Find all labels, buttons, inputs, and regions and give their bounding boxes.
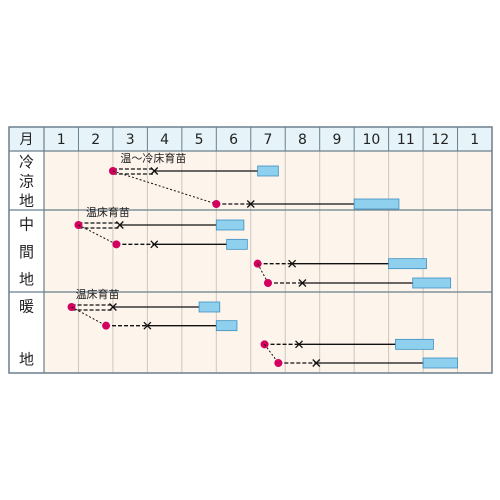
month-label: 9 — [332, 132, 341, 148]
planting-mark — [143, 321, 152, 330]
harvest-period-bar — [226, 238, 248, 250]
harvest-period-bar — [215, 320, 238, 332]
month-label: 6 — [229, 132, 238, 148]
region-label-char: 地 — [19, 192, 34, 210]
harvest-period-bar — [257, 165, 279, 177]
sowing-dot — [264, 279, 272, 287]
month-label: 10 — [362, 132, 380, 148]
planting-mark — [108, 303, 117, 311]
planting-mark — [312, 359, 321, 367]
region-label-char: 地 — [19, 270, 34, 288]
month-label: 1 — [57, 132, 66, 148]
region-label-char: 冷 — [19, 153, 34, 171]
region-label-char: 暖 — [19, 297, 34, 315]
sowing-link-line — [71, 306, 107, 327]
harvest-period-bar — [422, 357, 458, 369]
harvest-period-bar — [198, 301, 221, 313]
harvest-period-bar — [353, 198, 400, 210]
planting-mark — [150, 167, 159, 175]
nursery-method-annotation: 温～冷床育苗 — [120, 151, 186, 165]
region-label-char: 中 — [19, 216, 34, 234]
planting-mark — [288, 259, 297, 268]
table-border — [8, 126, 493, 374]
sowing-link-line — [78, 224, 117, 245]
month-label: 4 — [160, 132, 169, 148]
harvest-period-bar — [395, 338, 434, 350]
month-label: 7 — [264, 132, 273, 148]
region-label-char: 地 — [19, 351, 34, 369]
planting-mark — [150, 240, 159, 249]
planting-mark — [246, 200, 255, 208]
sowing-dot — [102, 321, 111, 330]
table-grid — [8, 126, 493, 374]
region-label-char: 間 — [19, 243, 34, 261]
month-label: 1 — [470, 132, 479, 148]
month-label: 3 — [126, 132, 135, 148]
month-label: 5 — [195, 132, 204, 148]
month-label: 8 — [298, 132, 307, 148]
harvest-period-bar — [388, 258, 427, 270]
month-label: 12 — [431, 132, 449, 148]
nursery-method-annotation: 温床育苗 — [86, 205, 130, 219]
month-label: 11 — [397, 132, 415, 148]
sowing-dot — [112, 240, 121, 249]
sowing-dot — [274, 359, 283, 367]
planting-mark — [298, 279, 307, 287]
nursery-method-annotation: 温床育苗 — [76, 287, 120, 301]
harvest-period-bar — [215, 219, 245, 231]
planting-mark — [295, 340, 303, 349]
header-month-label: 月 — [20, 132, 34, 148]
planting-mark — [115, 221, 124, 229]
label-column-background — [9, 151, 44, 373]
region-label-char: 涼 — [19, 173, 34, 191]
harvest-period-bar — [412, 277, 452, 289]
month-label: 2 — [91, 132, 100, 148]
sowing-dot — [212, 200, 221, 208]
